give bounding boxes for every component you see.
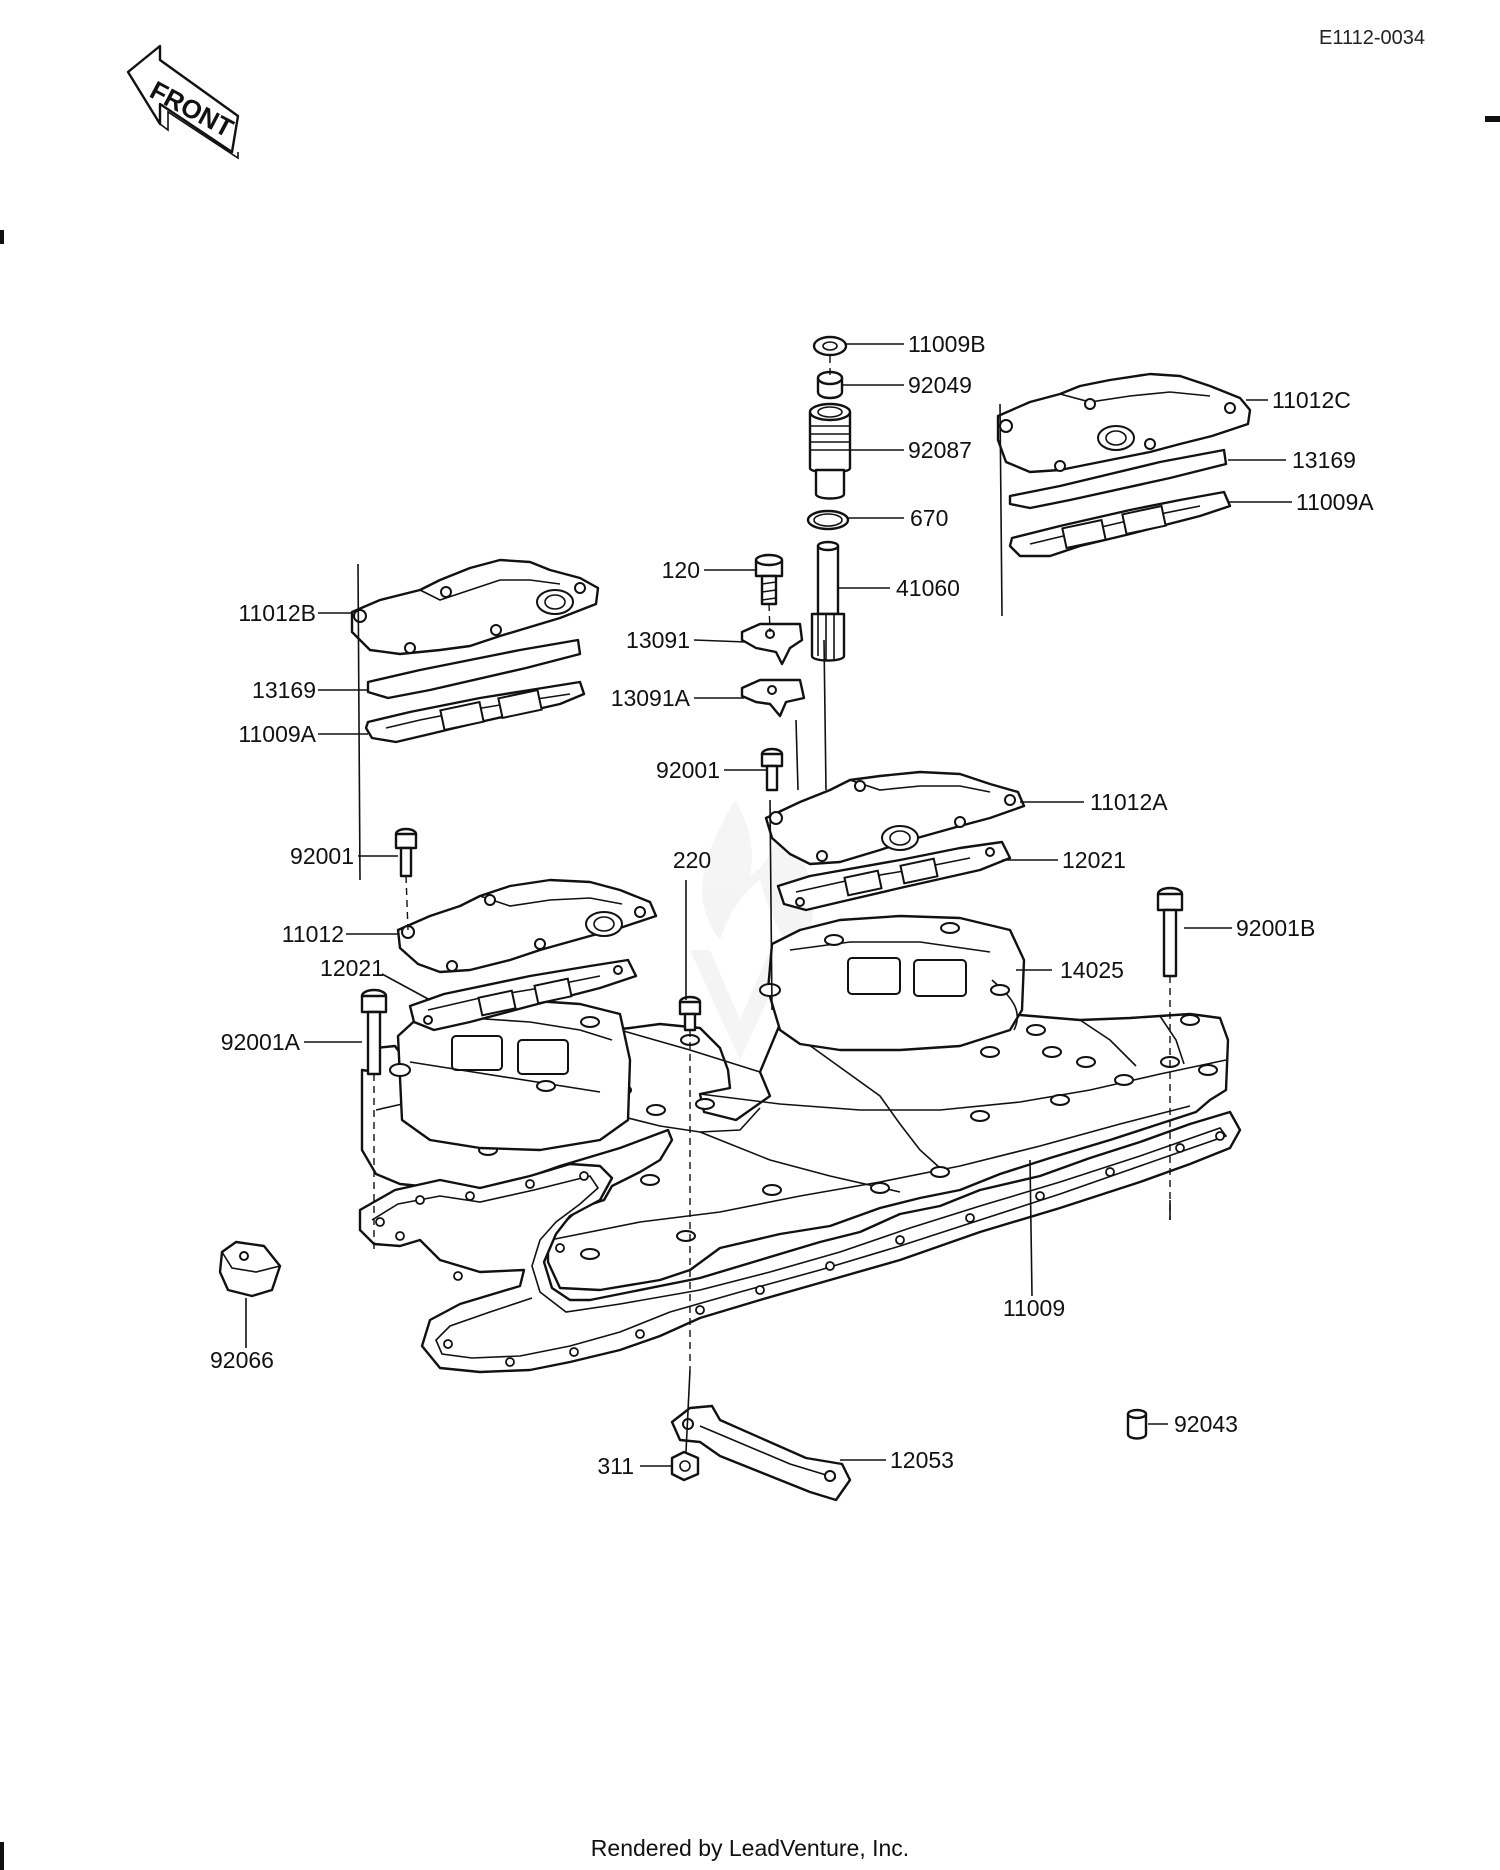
- label-92049: 92049: [908, 372, 972, 398]
- label-92001A: 92001A: [221, 1029, 301, 1055]
- callout-labels: 11009B 92049 92087 670 41060 120 13091 1…: [210, 331, 1374, 1479]
- label-220: 220: [673, 847, 711, 873]
- label-11012A: 11012A: [1090, 789, 1168, 815]
- edge-mark: [1485, 116, 1500, 122]
- bracket-12053: [670, 1404, 852, 1502]
- bolt-120: [754, 553, 784, 606]
- label-92001-mid: 92001: [656, 757, 720, 783]
- label-11009A-right: 11009A: [1296, 489, 1374, 515]
- label-92001-left: 92001: [290, 843, 354, 869]
- label-13091: 13091: [626, 627, 690, 653]
- leader-lines: [245, 343, 1292, 1467]
- dowel-92043: [1126, 1408, 1148, 1440]
- label-41060: 41060: [896, 575, 960, 601]
- label-12053: 12053: [890, 1447, 954, 1473]
- edge-mark: [0, 230, 4, 244]
- plate-13091: [740, 622, 804, 666]
- reference-code: E1112-0034: [1319, 27, 1425, 49]
- right-intake-port: [759, 914, 1026, 1058]
- label-11009: 11009: [1003, 1295, 1065, 1321]
- plate-13169-right: [1008, 448, 1228, 510]
- edge-mark: [0, 1842, 4, 1870]
- label-92001B: 92001B: [1236, 915, 1315, 941]
- label-11012: 11012: [282, 921, 344, 947]
- label-11012C: 11012C: [1272, 387, 1351, 413]
- label-92043: 92043: [1174, 1411, 1238, 1437]
- label-11009A-left: 11009A: [238, 721, 316, 747]
- gasket-11009A-right: [1008, 490, 1232, 558]
- cap-92066: [218, 1240, 282, 1298]
- washer-11009B: [812, 335, 848, 357]
- label-92066: 92066: [210, 1347, 274, 1373]
- union-92087: [808, 402, 852, 500]
- bolt-220: [678, 995, 702, 1032]
- cover-11012: [396, 878, 658, 974]
- label-13091A: 13091A: [611, 685, 691, 711]
- label-92087: 92087: [908, 437, 972, 463]
- label-120: 120: [662, 557, 700, 583]
- label-12021-right: 12021: [1062, 847, 1126, 873]
- front-arrow-icon: FRONT: [126, 44, 240, 160]
- label-11012B: 11012B: [238, 600, 316, 626]
- plate-13169-left: [366, 638, 582, 700]
- label-14025: 14025: [1060, 957, 1124, 983]
- label-311: 311: [597, 1453, 634, 1479]
- nut-311: [670, 1450, 700, 1482]
- plate-13091A: [740, 678, 806, 718]
- bolt-92001B: [1156, 886, 1184, 978]
- bolt-92001-left: [394, 827, 418, 878]
- label-11009B: 11009B: [908, 331, 986, 357]
- left-intake-port: [389, 998, 632, 1152]
- shaft-41060: [810, 540, 846, 662]
- label-13169-right: 13169: [1292, 447, 1356, 473]
- cap-11012B: [350, 558, 600, 656]
- label-13169-left: 13169: [252, 677, 316, 703]
- label-670: 670: [910, 505, 948, 531]
- bolt-92001-mid: [760, 747, 784, 792]
- cap-92049: [816, 370, 844, 400]
- bolt-92001A: [360, 988, 388, 1076]
- cover-11012A: [764, 770, 1026, 866]
- cap-11012C: [996, 372, 1252, 474]
- reference-lines: [357, 356, 1171, 1453]
- head-cover-gasket: [358, 1110, 1242, 1374]
- gasket-11009A-left: [364, 680, 586, 744]
- gasket-12021-right: [776, 840, 1012, 912]
- label-12021-left: 12021: [320, 955, 384, 981]
- gasket-12021-left: [408, 958, 638, 1032]
- o-ring-670: [806, 509, 850, 531]
- footer-credit: Rendered by LeadVenture, Inc.: [591, 1835, 909, 1861]
